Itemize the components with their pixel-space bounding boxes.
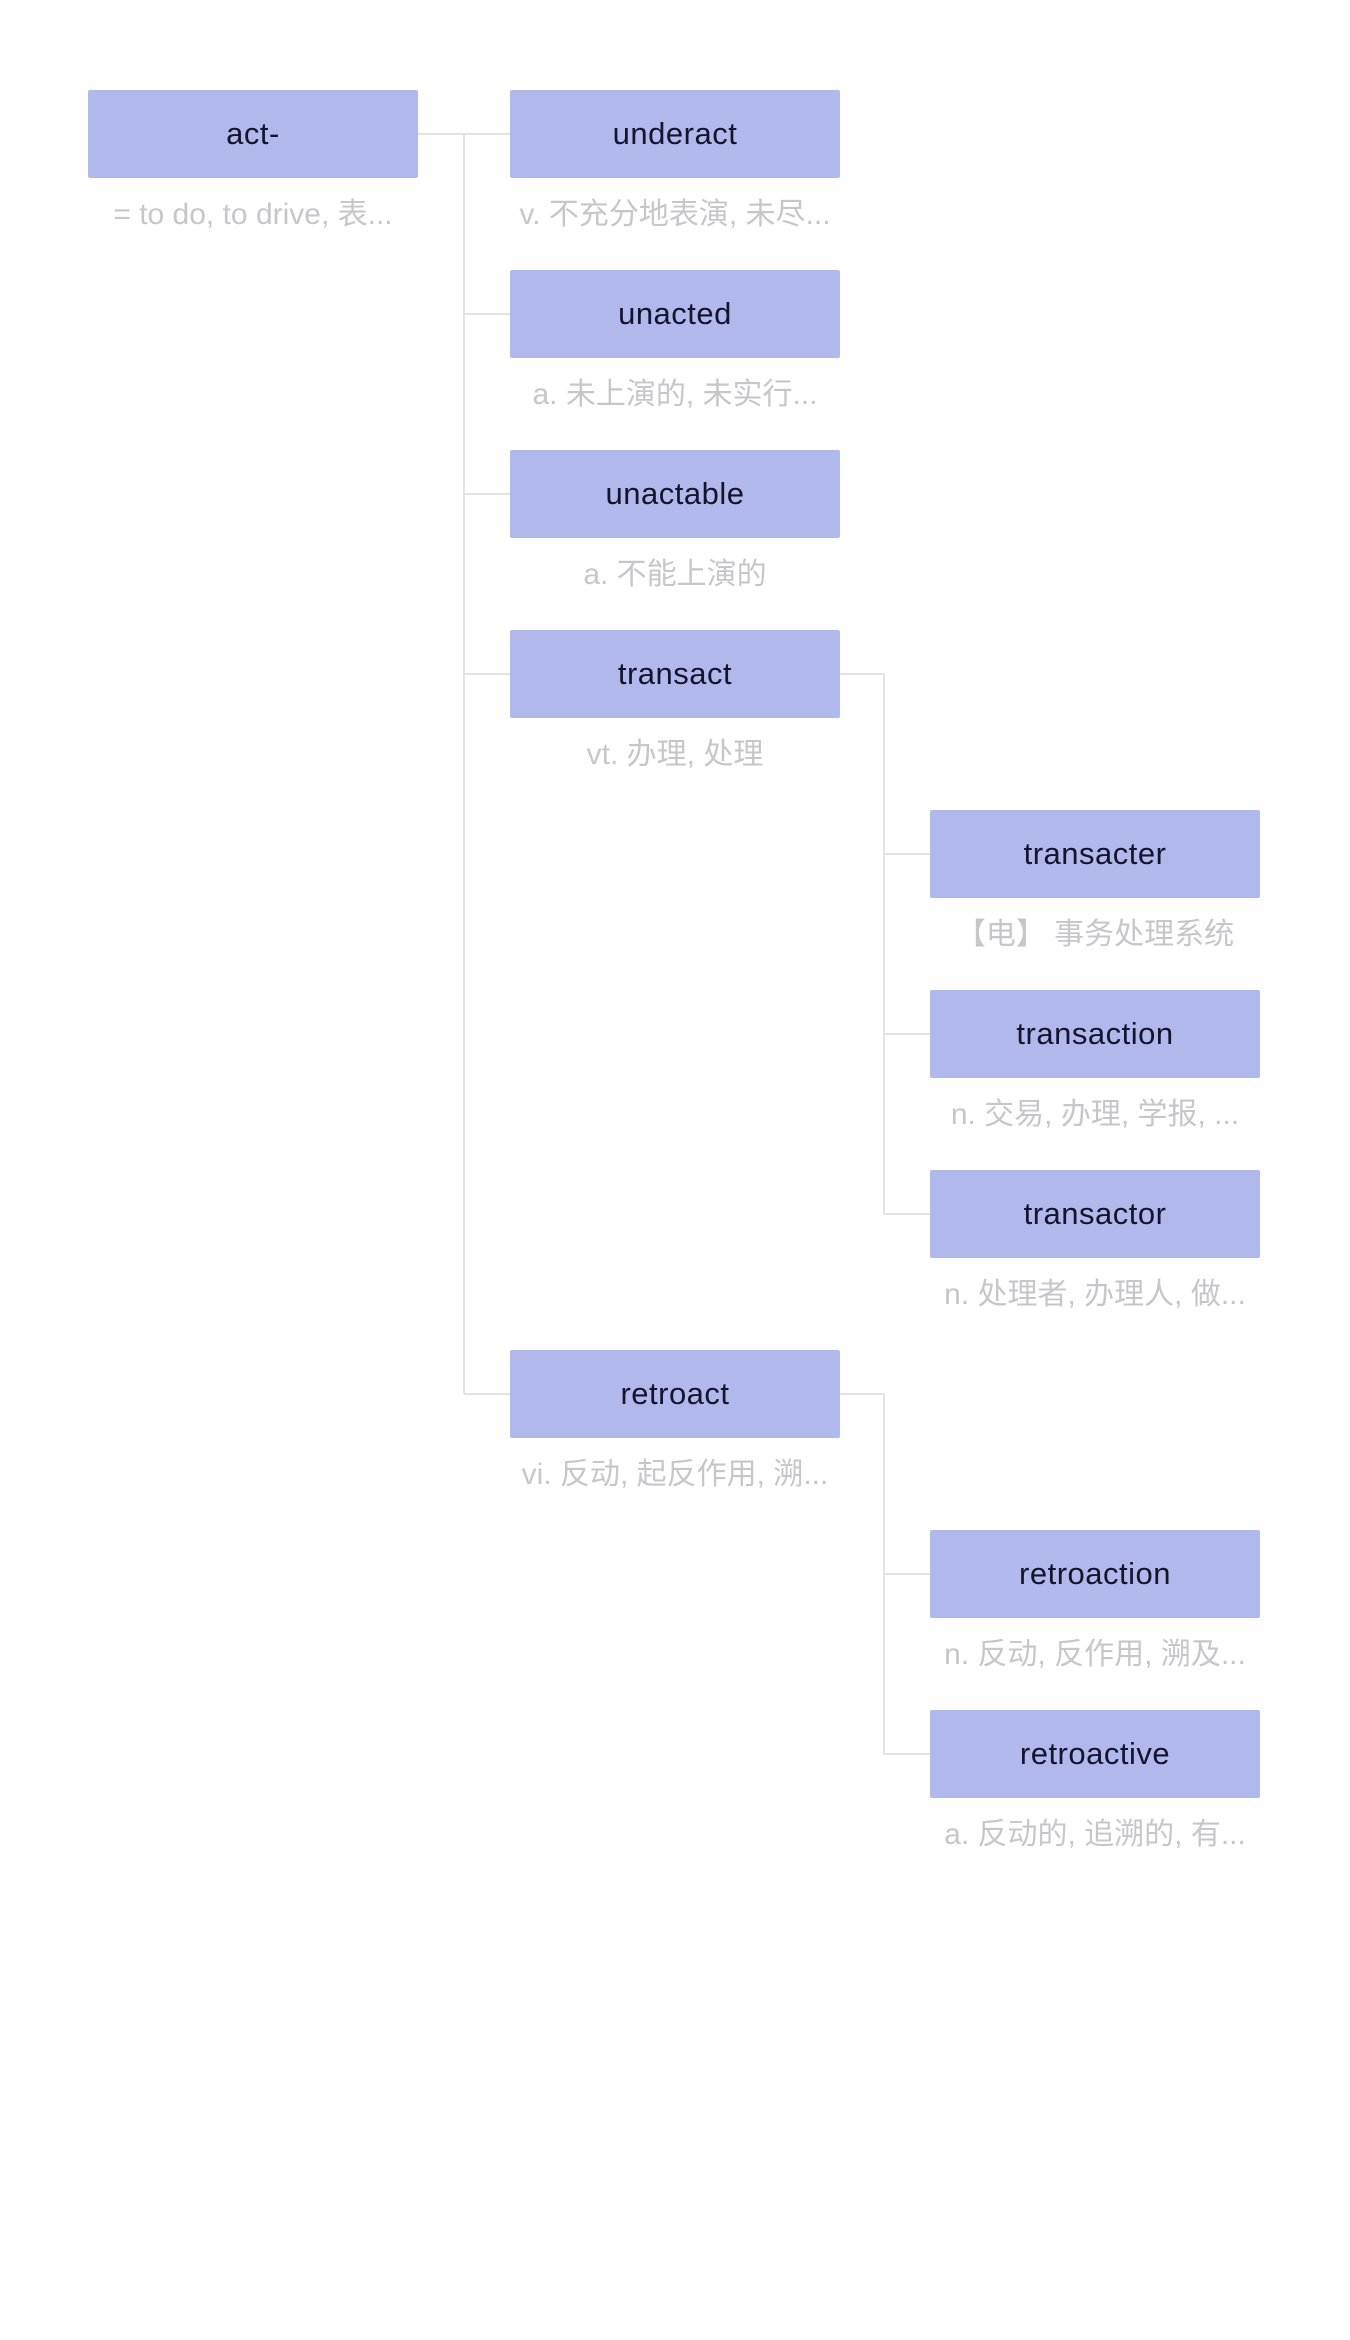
node-transacter-definition: 【电】 事务处理系统: [955, 918, 1235, 951]
node-act-definition: = to do, to drive, 表...: [113, 198, 393, 231]
node-unactable-word: unactable: [605, 476, 745, 511]
node-transact: transact vt. 办理, 处理: [510, 630, 840, 771]
node-underact-word: underact: [612, 116, 738, 151]
node-transactor: transactor n. 处理者, 办理人, 做...: [930, 1170, 1260, 1311]
node-transactor-word: transactor: [1023, 1196, 1167, 1231]
connector-transact-branch: [840, 673, 930, 1215]
node-underact-box[interactable]: underact: [510, 90, 840, 178]
node-unacted: unacted a. 未上演的, 未实行...: [510, 270, 840, 411]
connector-retroact-branch: [840, 1393, 930, 1755]
node-act: act- = to do, to drive, 表...: [88, 90, 418, 231]
node-retroaction-definition: n. 反动, 反作用, 溯及...: [944, 1638, 1246, 1671]
node-transaction-definition: n. 交易, 办理, 学报, ...: [950, 1098, 1240, 1131]
node-transactor-definition: n. 处理者, 办理人, 做...: [944, 1278, 1246, 1311]
node-retroactive: retroactive a. 反动的, 追溯的, 有...: [930, 1710, 1260, 1851]
node-transactor-box[interactable]: transactor: [930, 1170, 1260, 1258]
node-unactable: unactable a. 不能上演的: [510, 450, 840, 591]
node-transacter-word: transacter: [1023, 836, 1167, 871]
node-retroaction-word: retroaction: [1019, 1556, 1171, 1591]
node-retroactive-box[interactable]: retroactive: [930, 1710, 1260, 1798]
node-transacter-box[interactable]: transacter: [930, 810, 1260, 898]
node-transaction: transaction n. 交易, 办理, 学报, ...: [930, 990, 1260, 1131]
node-retroact-definition: vi. 反动, 起反作用, 溯...: [521, 1458, 829, 1491]
node-retroact-word: retroact: [620, 1376, 730, 1411]
node-transacter: transacter 【电】 事务处理系统: [930, 810, 1260, 951]
node-retroactive-definition: a. 反动的, 追溯的, 有...: [944, 1818, 1246, 1851]
node-transaction-word: transaction: [1016, 1016, 1174, 1051]
node-act-box[interactable]: act-: [88, 90, 418, 178]
node-retroactive-word: retroactive: [1019, 1736, 1171, 1771]
node-transact-definition: vt. 办理, 处理: [586, 738, 764, 771]
node-retroaction: retroaction n. 反动, 反作用, 溯及...: [930, 1530, 1260, 1671]
node-unacted-box[interactable]: unacted: [510, 270, 840, 358]
node-unacted-definition: a. 未上演的, 未实行...: [532, 378, 818, 411]
node-unactable-definition: a. 不能上演的: [583, 558, 767, 591]
node-transact-box[interactable]: transact: [510, 630, 840, 718]
node-retroact-box[interactable]: retroact: [510, 1350, 840, 1438]
node-transact-word: transact: [617, 656, 733, 691]
node-retroaction-box[interactable]: retroaction: [930, 1530, 1260, 1618]
node-act-word: act-: [226, 116, 280, 151]
node-unactable-box[interactable]: unactable: [510, 450, 840, 538]
connector-root-branch: [418, 133, 510, 1395]
node-underact: underact v. 不充分地表演, 未尽...: [510, 90, 840, 231]
node-unacted-word: unacted: [618, 296, 732, 331]
node-underact-definition: v. 不充分地表演, 未尽...: [519, 198, 831, 231]
node-retroact: retroact vi. 反动, 起反作用, 溯...: [510, 1350, 840, 1491]
node-transaction-box[interactable]: transaction: [930, 990, 1260, 1078]
